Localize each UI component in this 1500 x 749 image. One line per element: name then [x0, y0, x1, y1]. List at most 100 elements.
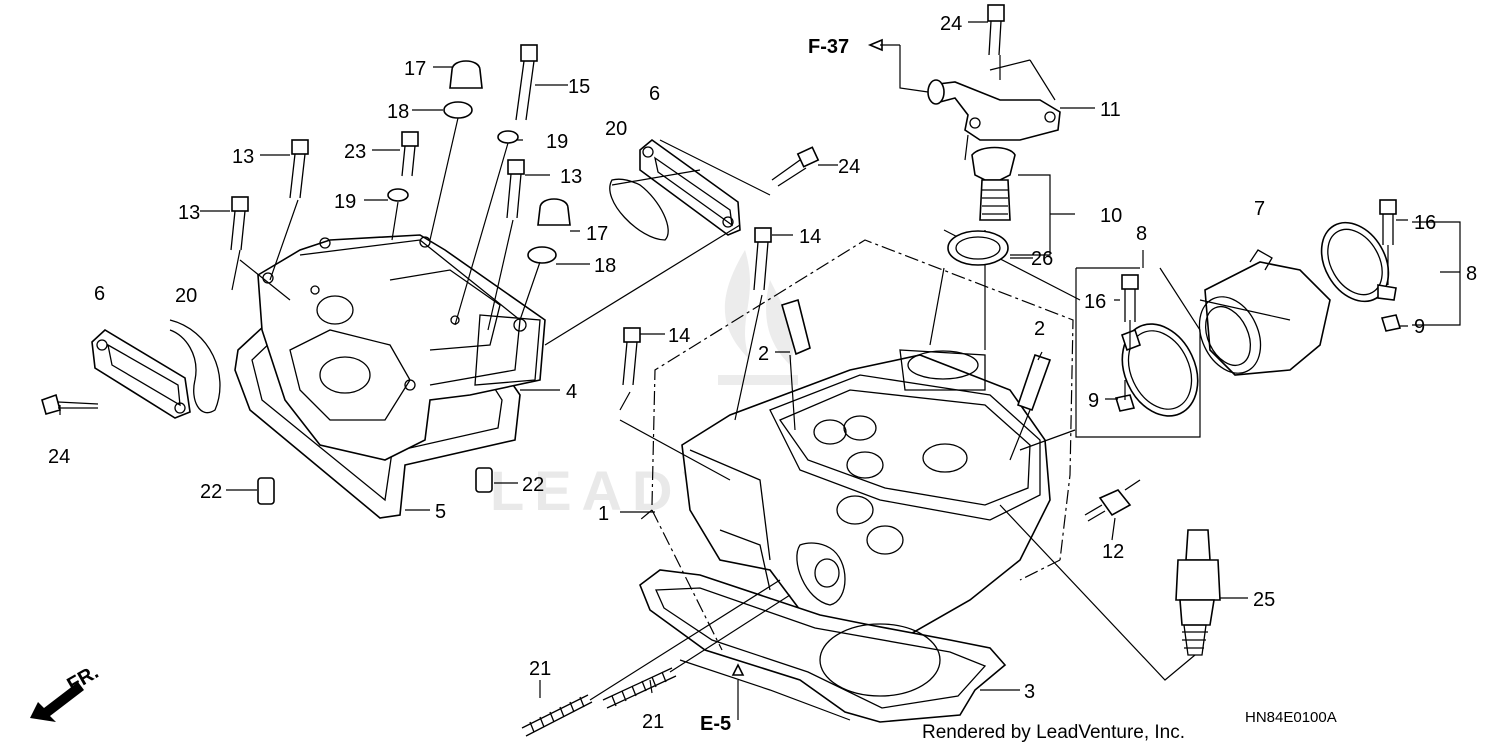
callout-13-upper-left: 13 [232, 146, 254, 168]
callout-24-left: 24 [48, 446, 70, 468]
callout-9-left: 9 [1088, 390, 1099, 412]
valve-guide-2-left [781, 298, 811, 356]
callout-22-right: 22 [522, 474, 544, 496]
o-ring-26 [947, 230, 1009, 266]
front-direction-arrow-icon [30, 682, 84, 722]
cap-nut-17-top [449, 60, 483, 89]
callout-3: 3 [1024, 681, 1035, 703]
bolt-24-left [41, 393, 99, 415]
callout-21-left: 21 [529, 658, 551, 680]
gasket-bore [819, 623, 941, 697]
bolt-14-upper [753, 227, 772, 291]
head-gasket [639, 569, 1007, 723]
bolt-13-lower-left [230, 196, 249, 251]
callout-21-right: 21 [642, 711, 664, 733]
band-clamp-lower [1120, 323, 1199, 417]
callout-2-right: 2 [1034, 318, 1045, 340]
e5-arrow-icon [731, 663, 745, 676]
water-outlet-housing [927, 79, 1061, 141]
callout-14-upper: 14 [799, 226, 821, 248]
valve-guide-2-right [1016, 353, 1052, 412]
leader-lines-side-cover [544, 139, 771, 346]
watermark-flame-icon [718, 250, 798, 385]
callout-10: 10 [1100, 205, 1122, 227]
cap-nut-17-mid [537, 198, 571, 226]
callout-16-right: 16 [1414, 212, 1436, 234]
bracket-left [1075, 250, 1201, 438]
callout-22-left: 22 [200, 481, 222, 503]
callout-8-right: 8 [1466, 263, 1477, 285]
leader-lines-cover [231, 117, 541, 331]
washer-19-left [387, 188, 409, 202]
leader-lines-studs [589, 579, 851, 721]
callout-6-left: 6 [94, 283, 105, 305]
callout-23: 23 [344, 141, 366, 163]
callout-19-left: 19 [334, 191, 356, 213]
bolt-23 [401, 131, 419, 177]
screw-16-left [1121, 274, 1139, 322]
washer-19-top [497, 130, 519, 144]
nut-9-right [1380, 314, 1402, 332]
callout-17-top: 17 [404, 58, 426, 80]
callout-14-lower: 14 [668, 325, 690, 347]
dowel-pin-left [257, 477, 275, 505]
callout-18-top: 18 [387, 101, 409, 123]
f37-pointer [899, 45, 929, 93]
bolt-24-upper [771, 146, 820, 187]
cylinder-head [681, 349, 1051, 641]
thermostat [971, 146, 1016, 221]
intake-insulator [1198, 249, 1331, 376]
callout-20-upper: 20 [605, 118, 627, 140]
leader-lines-thermostat [964, 55, 1056, 161]
cylinder-head-cover [234, 234, 546, 519]
head-gasket-inner [655, 587, 987, 709]
leader-lines-intake [1019, 245, 1389, 451]
callout-13-right: 13 [560, 166, 582, 188]
callout-15: 15 [568, 76, 590, 98]
washer-18-mid [527, 246, 557, 264]
side-cover-left [91, 319, 221, 419]
leader-lines-head [619, 229, 1081, 481]
callout-11: 11 [1100, 99, 1121, 121]
callout-12: 12 [1102, 541, 1124, 563]
o-ring-26-inner [955, 236, 1001, 260]
bolt-15 [515, 44, 538, 121]
stud-bolt-21-right [602, 667, 677, 709]
callout-17-mid: 17 [586, 223, 608, 245]
drawing-code: HN84E0100A [1245, 709, 1337, 726]
callout-1: 1 [598, 503, 609, 525]
dowel-pin-right [475, 467, 493, 493]
callout-7: 7 [1254, 198, 1265, 220]
callout-6-upper: 6 [649, 83, 660, 105]
callout-leaders [59, 21, 1408, 698]
reference-e5: E-5 [700, 713, 731, 735]
side-cover-upper [609, 138, 741, 241]
bolt-24-top [987, 4, 1005, 56]
callout-2-left: 2 [758, 343, 769, 365]
callout-18-mid: 18 [594, 255, 616, 277]
spark-plug [1175, 529, 1221, 656]
callout-8-left: 8 [1136, 223, 1147, 245]
callout-5: 5 [435, 501, 446, 523]
callout-13-lower-left: 13 [178, 202, 200, 224]
callout-24-top: 24 [940, 13, 962, 35]
screw-16-right [1379, 199, 1397, 245]
callout-16-left: 16 [1084, 291, 1106, 313]
washer-18-top [443, 101, 473, 119]
frame-head-outline [639, 239, 1074, 651]
stud-bolt-21-left [521, 694, 593, 737]
credit-text: Rendered by LeadVenture, Inc. [922, 722, 1185, 743]
bracket-right [1412, 221, 1461, 326]
callout-25: 25 [1253, 589, 1275, 611]
callout-19-top: 19 [546, 131, 568, 153]
reference-f37: F-37 [808, 36, 849, 58]
callout-9-right: 9 [1414, 316, 1425, 338]
callout-4: 4 [566, 381, 577, 403]
band-clamp-upper [1320, 221, 1397, 303]
callout-20-left: 20 [175, 285, 197, 307]
callout-labels: 24 11 17 15 18 6 20 19 13 23 24 13 10 19… [48, 13, 1477, 733]
temperature-sensor [1084, 479, 1141, 522]
bolt-13-right [506, 159, 525, 219]
